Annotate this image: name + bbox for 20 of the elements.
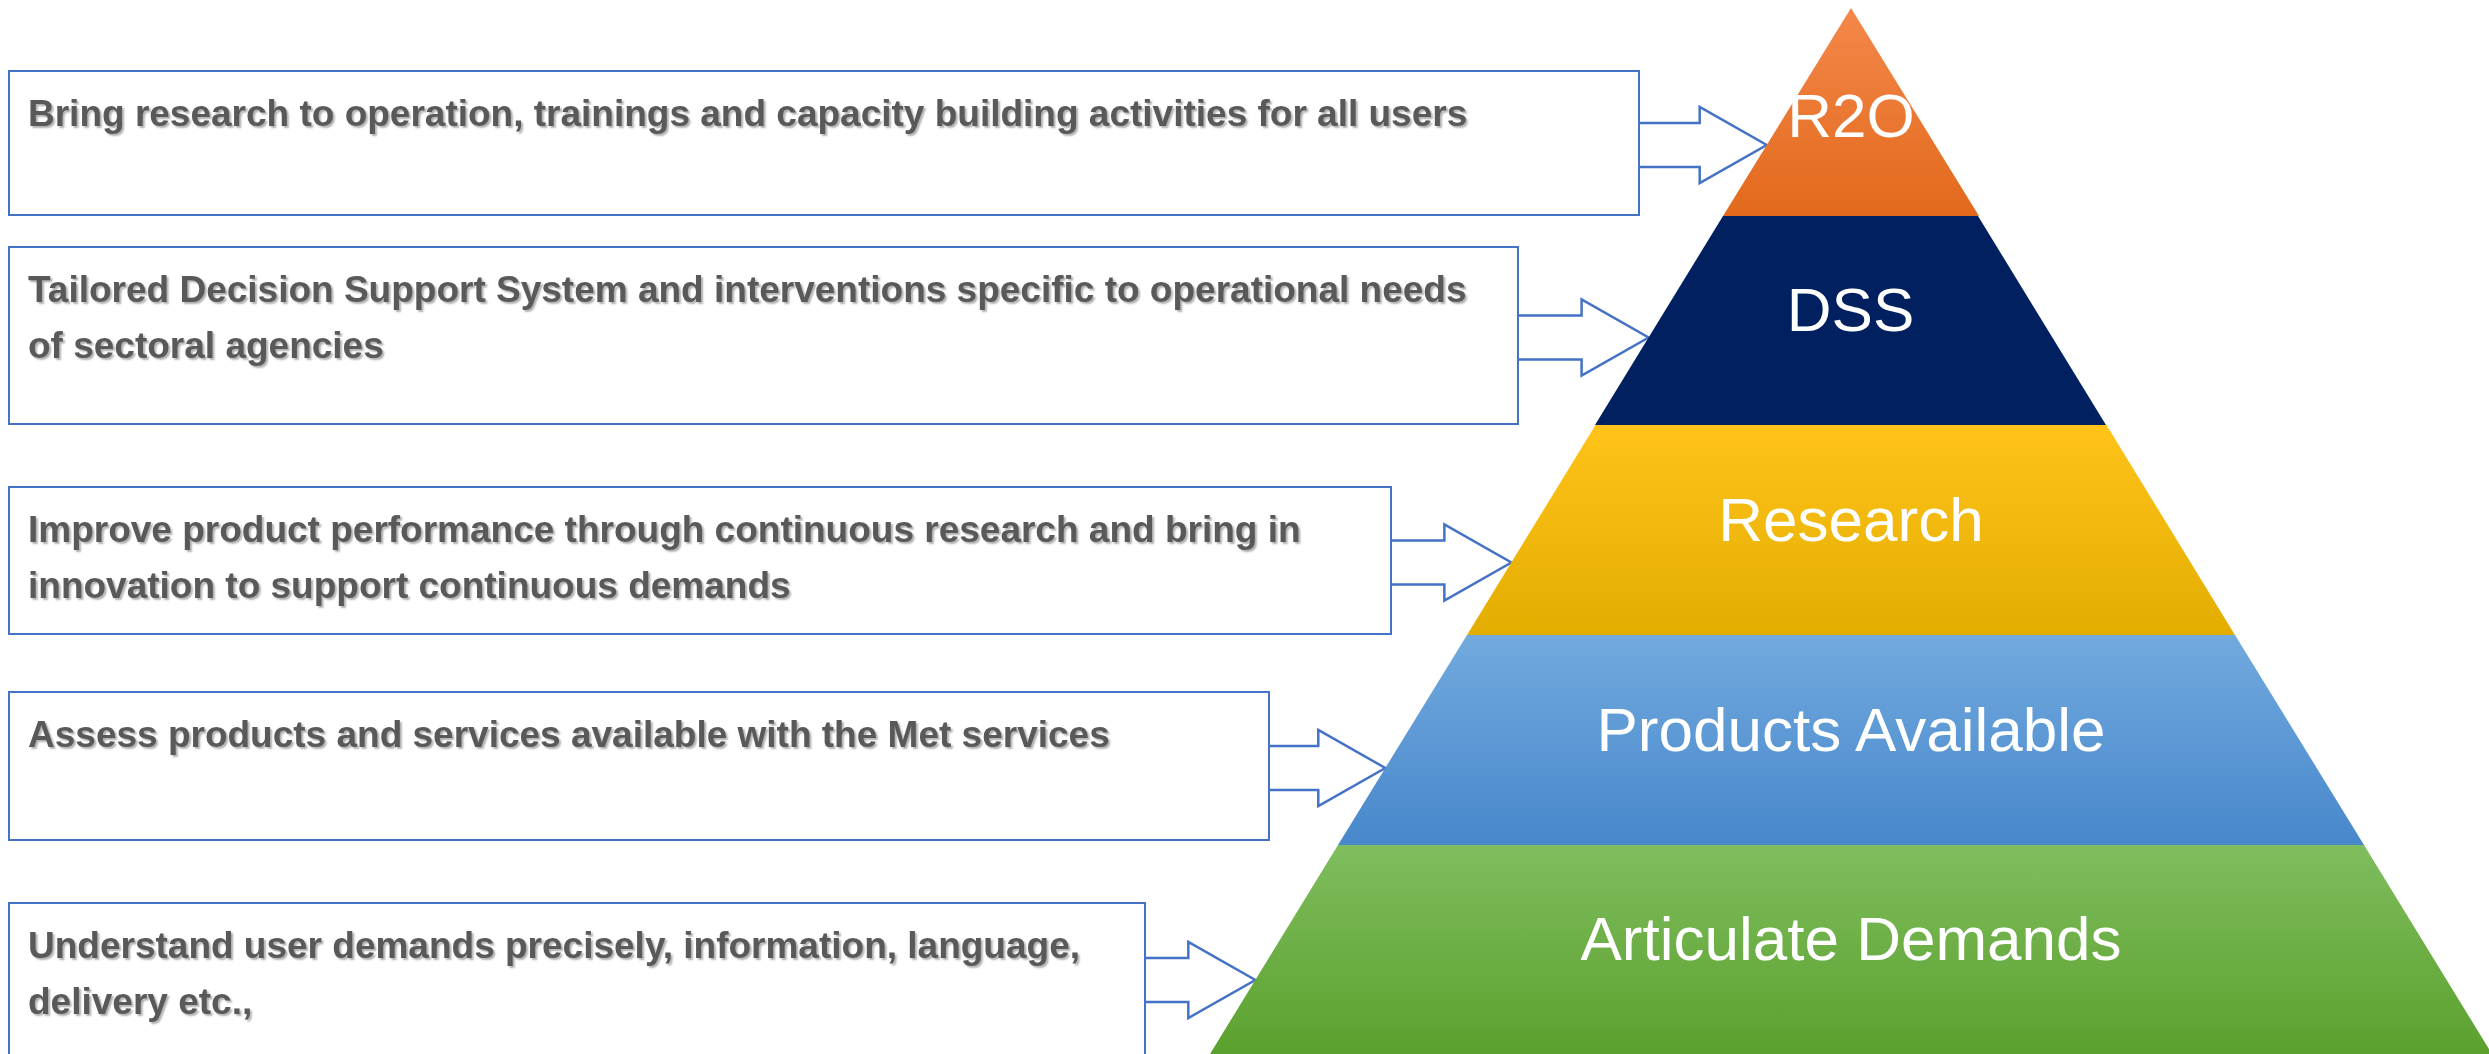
callout-text: Assess products and services available with the Met services [28, 713, 1110, 757]
layer-label: DSS [1785, 274, 1916, 346]
callout-box [8, 902, 1146, 1054]
layer-label: Products Available [1595, 693, 2107, 765]
callout-text: Tailored Decision Support System and interventions specific to operational needs of sectoral agencies [28, 268, 1468, 368]
layer-label: Articulate Demands [1579, 903, 2123, 975]
block-arrow [1268, 727, 1388, 809]
block-arrow [1638, 104, 1770, 186]
callout-text: Understand user demands precisely, information, language, delivery etc., [28, 924, 1081, 1024]
block-arrow [1517, 297, 1652, 378]
block-arrow [1390, 522, 1514, 603]
block-arrow [1144, 939, 1258, 1021]
callout-text: Bring research to operation, trainings and capacity building activities for all users [28, 92, 1468, 136]
callout-box [8, 246, 1519, 425]
layer-label: Research [1717, 483, 1985, 555]
callout-text: Improve product performance through continuous research and bring in innovation to support continuous demands [28, 508, 1302, 608]
callout-box [8, 70, 1640, 216]
callout-box [8, 486, 1392, 635]
layer-label: R2O [1786, 80, 1916, 152]
callout-box [8, 691, 1270, 841]
